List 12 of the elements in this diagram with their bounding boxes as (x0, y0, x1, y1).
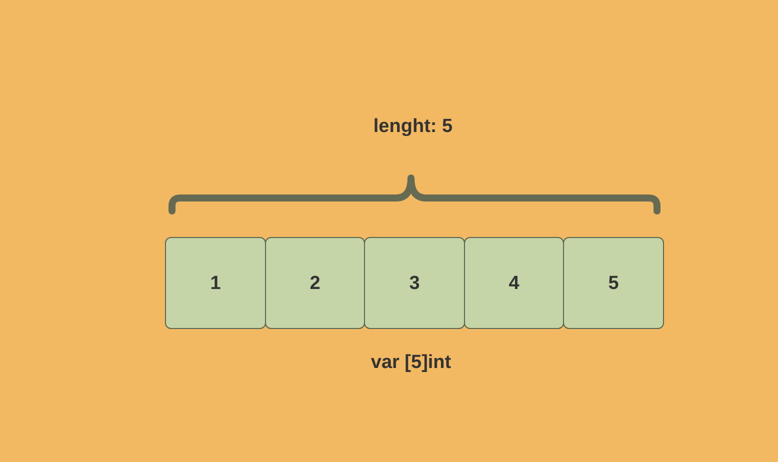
cell-value: 1 (210, 274, 221, 292)
array-cell (165, 237, 266, 329)
array-cell (364, 237, 465, 329)
length-label: lenght: 5 (373, 116, 453, 136)
cell-value: 2 (310, 274, 320, 292)
cell-value: 3 (409, 274, 420, 292)
type-label: var [5]int (370, 352, 452, 372)
array-cell (563, 237, 664, 329)
cell-value: 4 (508, 274, 520, 292)
array-cell (464, 237, 564, 329)
cell-value: 5 (608, 274, 619, 292)
array-cell (265, 237, 365, 329)
